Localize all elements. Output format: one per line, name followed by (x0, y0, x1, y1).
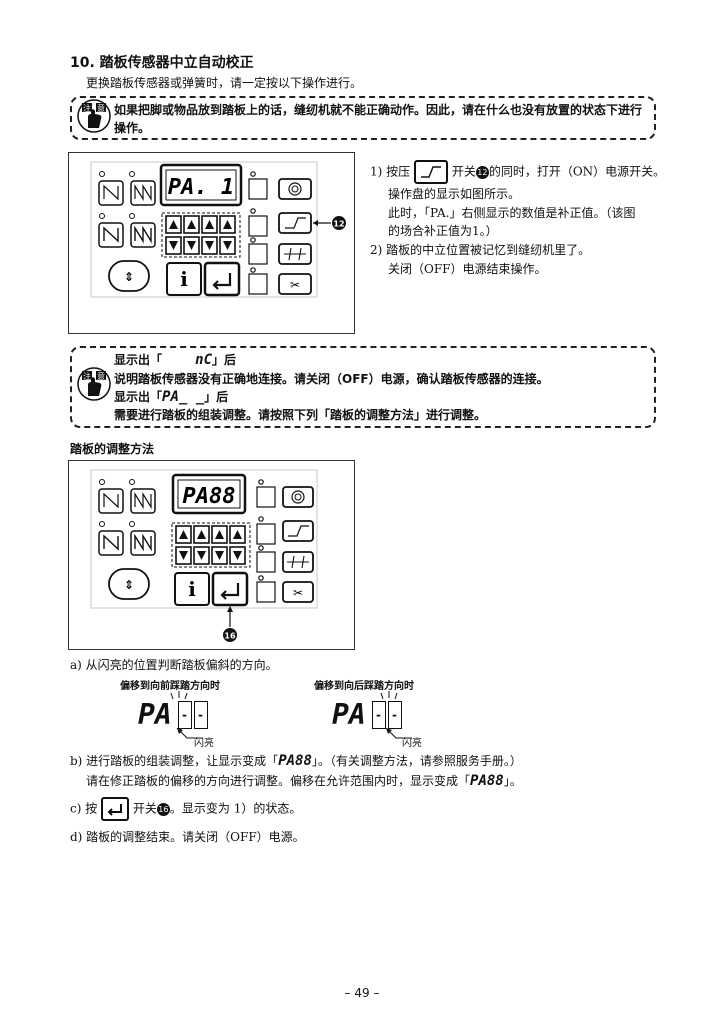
caution-box-2 (70, 346, 656, 428)
backward-display-pa: PA (332, 698, 366, 731)
forward-display: PA -- (138, 700, 208, 730)
seg-pa-underscore: PA_ _ (162, 389, 205, 405)
caution-hand-icon: 注 意 (77, 99, 111, 133)
operation-panel-2: ⇕ PA88 i ✂ 16 (68, 460, 355, 650)
marker-12: 12 (475, 165, 489, 179)
operation-panel-1: ⇕ PA. 1 i ✂ (68, 152, 355, 334)
svg-text:意: 意 (97, 103, 105, 113)
svg-text:注: 注 (83, 103, 91, 113)
pedal-curve-key-icon (414, 160, 448, 184)
step-1-text-a: 按压 (386, 164, 411, 179)
caution-box-1 (70, 96, 656, 140)
step-2-line2: 关闭（OFF）电源结束操作。 (388, 262, 547, 276)
step-1-line3: 此时，「PA.」右侧显示的数值是补正值。（该图 (388, 206, 636, 220)
backward-blink-label: 闪亮 (402, 738, 422, 749)
enter-key-icon (101, 797, 130, 821)
adjust-heading: 踏板的调整方法 (70, 442, 155, 456)
forward-blink-rays-icon (170, 691, 188, 700)
svg-text:⇕: ⇕ (124, 578, 134, 592)
panel-1-callout-12: 12 (333, 220, 344, 229)
svg-text:✂: ✂ (293, 586, 303, 600)
svg-text:i: i (188, 577, 196, 601)
section-title: 10. 踏板传感器中立自动校正 (70, 55, 254, 71)
caution-2-line3: 显示出「PA_ _」后 (114, 389, 229, 405)
forward-blink-pointer-icon (176, 727, 203, 739)
forward-dash-1: - (177, 701, 192, 729)
backward-display: PA -- (332, 700, 402, 730)
caution-1-line1: 如果把脚或物品放到踏板上的话，缝纫机就不能正确动作。因此，请在什么也没有放置的状… (114, 103, 643, 117)
backward-dash-2: - (387, 701, 402, 729)
svg-text:⇕: ⇕ (124, 270, 134, 284)
svg-text:i: i (180, 267, 188, 291)
section-subtitle: 更换踏板传感器或弹簧时，请一定按以下操作进行。 (86, 76, 363, 90)
panel-2-display: PA88 (183, 484, 236, 509)
caution-2-line4: 需要进行踏板的组装调整。请按照下列「踏板的调整方法」进行调整。 (114, 408, 487, 422)
backward-dash-1: - (371, 701, 386, 729)
caution-2-line2: 说明踏板传感器没有正确地连接。请关闭（OFF）电源，确认踏板传感器的连接。 (114, 372, 549, 386)
seg-pa88-2: PA88 (470, 773, 504, 789)
svg-text:✂: ✂ (290, 278, 300, 292)
panel-1-drawing: ⇕ PA. 1 i ✂ (90, 161, 346, 298)
page-number: – 49 – (344, 986, 380, 1000)
forward-dash-2: - (193, 701, 208, 729)
step-2-text: 踏板的中立位置被记忆到缝纫机里了。 (386, 243, 591, 257)
panel-1-display: PA. 1 (168, 175, 234, 200)
step-c: c) 按 开关16。显示变为 1）的状态。 (70, 797, 301, 821)
caution-1-line2: 操作。 (114, 121, 151, 135)
step-a: a) 从闪亮的位置判断踏板偏斜的方向。 (70, 658, 278, 672)
caution-2-line1: 显示出「nC」后 (114, 352, 237, 368)
step-1-text-c: 的同时，打开（ON）电源开关。 (488, 164, 666, 179)
step-1-number: 1) (370, 164, 383, 179)
step-b-line2: 请在修正踏板的偏移的方向进行调整。偏移在允许范围内时，显示变成「PA88」。 (86, 773, 522, 789)
panel-2-callout-16: 16 (224, 632, 236, 641)
svg-text:意: 意 (97, 371, 105, 381)
svg-text:注: 注 (83, 371, 91, 381)
panel-2-drawing: ⇕ PA88 i ✂ 16 (90, 469, 318, 642)
step-1-line4: 的场合补正值为1。） (388, 224, 498, 238)
step-1-text-b: 开关 (451, 164, 476, 179)
seg-nc: nC (195, 352, 213, 368)
forward-display-pa: PA (138, 698, 172, 731)
backward-label: 偏移到向后踩踏方向时 (314, 681, 414, 692)
backward-blink-pointer-icon (385, 727, 412, 739)
backward-blink-rays-icon (380, 691, 398, 700)
forward-blink-label: 闪亮 (194, 738, 214, 749)
step-b-line1: b) 进行踏板的组装调整，让显示变成「PA88」。（有关调整方法，请参照服务手册… (70, 753, 522, 769)
step-2-number: 2) (370, 243, 383, 257)
step-1: 1) 按压 开关12的同时，打开（ON）电源开关。 (370, 160, 690, 184)
step-d: d) 踏板的调整结束。请关闭（OFF）电源。 (70, 830, 305, 844)
marker-16: 16 (156, 802, 170, 816)
step-2-line1: 2) 踏板的中立位置被记忆到缝纫机里了。 (370, 241, 590, 260)
caution-hand-icon-2: 注 意 (77, 367, 111, 401)
step-1-line2: 操作盘的显示如图所示。 (388, 187, 521, 201)
forward-label: 偏移到向前踩踏方向时 (120, 681, 220, 692)
seg-pa88-1: PA88 (278, 753, 312, 769)
